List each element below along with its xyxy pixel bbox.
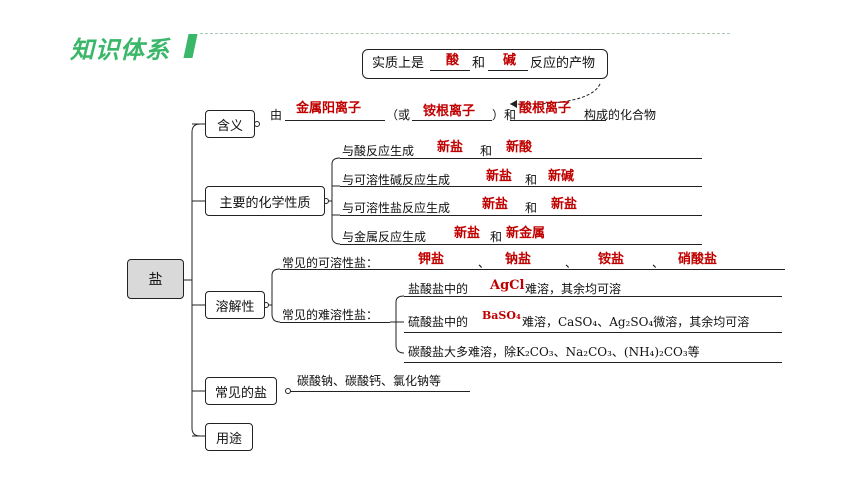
chem-item-2-text: 与可溶性碱反应生成 (342, 173, 451, 187)
chem-item-1-text: 与酸反应生成 (342, 144, 415, 158)
top-note-answer-1: 酸 (446, 53, 460, 68)
row-line (290, 391, 470, 392)
chem-item-3-and: 和 (525, 201, 538, 215)
row-line (280, 269, 785, 270)
row-line (340, 186, 702, 187)
blank-line (412, 120, 492, 121)
row-line (404, 362, 782, 363)
chem-item-4-and: 和 (490, 230, 503, 244)
top-note-answer-2: 碱 (503, 53, 517, 68)
chem-item-1-and: 和 (480, 144, 493, 158)
meaning-answer-2: 铵根离子 (423, 104, 476, 119)
top-note-suffix: 反应的产物 (530, 56, 596, 71)
insoluble-2-answer: BaSO₄ (482, 309, 521, 322)
row-line (404, 296, 782, 297)
insoluble-2-pre: 硫酸盐中的 (408, 315, 469, 329)
separator: 、 (652, 256, 665, 270)
insoluble-label: 常见的难溶性盐： (282, 308, 379, 322)
soluble-salt-3: 铵盐 (598, 252, 625, 267)
chem-item-2-answer-2: 新碱 (548, 169, 575, 184)
branch-meaning: 含义 (205, 110, 255, 138)
top-note-mid: 和 (472, 56, 486, 71)
blank-line (488, 70, 528, 71)
insoluble-1-answer: AgCl (490, 278, 525, 293)
row-line (404, 332, 782, 333)
chem-item-2-and: 和 (525, 173, 538, 187)
soluble-salt-4: 硝酸盐 (678, 252, 718, 267)
branch-uses: 用途 (205, 423, 253, 451)
insoluble-1-post: 难溶，其余均可溶 (525, 282, 622, 296)
separator: 、 (478, 256, 491, 270)
top-note-prefix: 实质上是 (372, 56, 425, 71)
section-title: 知识体系 (70, 36, 170, 64)
blank-line (510, 120, 606, 121)
meaning-mid-1: （或 (386, 108, 411, 122)
chem-item-4-text: 与金属反应生成 (342, 230, 427, 244)
insoluble-2-post: 难溶，CaSO₄、Ag₂SO₄微溶，其余均可溶 (522, 315, 750, 329)
meaning-suffix: 构成的化合物 (584, 108, 657, 122)
chem-item-3-answer-1: 新盐 (482, 197, 509, 212)
insoluble-1-pre: 盐酸盐中的 (408, 282, 469, 296)
meaning-mid-2: ）和 (492, 108, 517, 122)
blank-line (285, 120, 385, 121)
chem-item-3-text: 与可溶性盐反应生成 (342, 201, 451, 215)
meaning-answer-1: 金属阳离子 (296, 101, 362, 116)
blank-line (430, 70, 470, 71)
chem-item-1-answer-2: 新酸 (506, 140, 533, 155)
meaning-answer-3: 酸根离子 (519, 101, 572, 116)
top-note-box (362, 49, 608, 79)
common-salts-text: 碳酸钠、碳酸钙、氯化钠等 (297, 374, 442, 388)
branch-chem: 主要的化学性质 (205, 186, 325, 216)
row-line (340, 244, 702, 245)
chem-item-4-answer-2: 新金属 (506, 226, 546, 241)
soluble-salt-1: 钾盐 (418, 252, 445, 267)
row-line (280, 322, 390, 323)
branch-solubility: 溶解性 (205, 291, 265, 319)
insoluble-3-text: 碳酸盐大多难溶，除K₂CO₃、Na₂CO₃、(NH₄)₂CO₃等 (408, 345, 700, 359)
chem-item-1-answer-1: 新盐 (437, 140, 464, 155)
row-line (340, 215, 702, 216)
chem-item-3-answer-2: 新盐 (551, 197, 578, 212)
root-node: 盐 (127, 259, 184, 299)
chem-item-4-answer-1: 新盐 (454, 226, 481, 241)
separator: 、 (565, 256, 578, 270)
soluble-salt-2: 钠盐 (505, 252, 532, 267)
chem-item-2-answer-1: 新盐 (486, 169, 513, 184)
branch-common-salts: 常见的盐 (205, 377, 277, 405)
row-line (340, 158, 702, 159)
title-divider (200, 33, 730, 34)
meaning-prefix: 由 (270, 108, 283, 122)
soluble-label: 常见的可溶性盐： (282, 256, 379, 270)
